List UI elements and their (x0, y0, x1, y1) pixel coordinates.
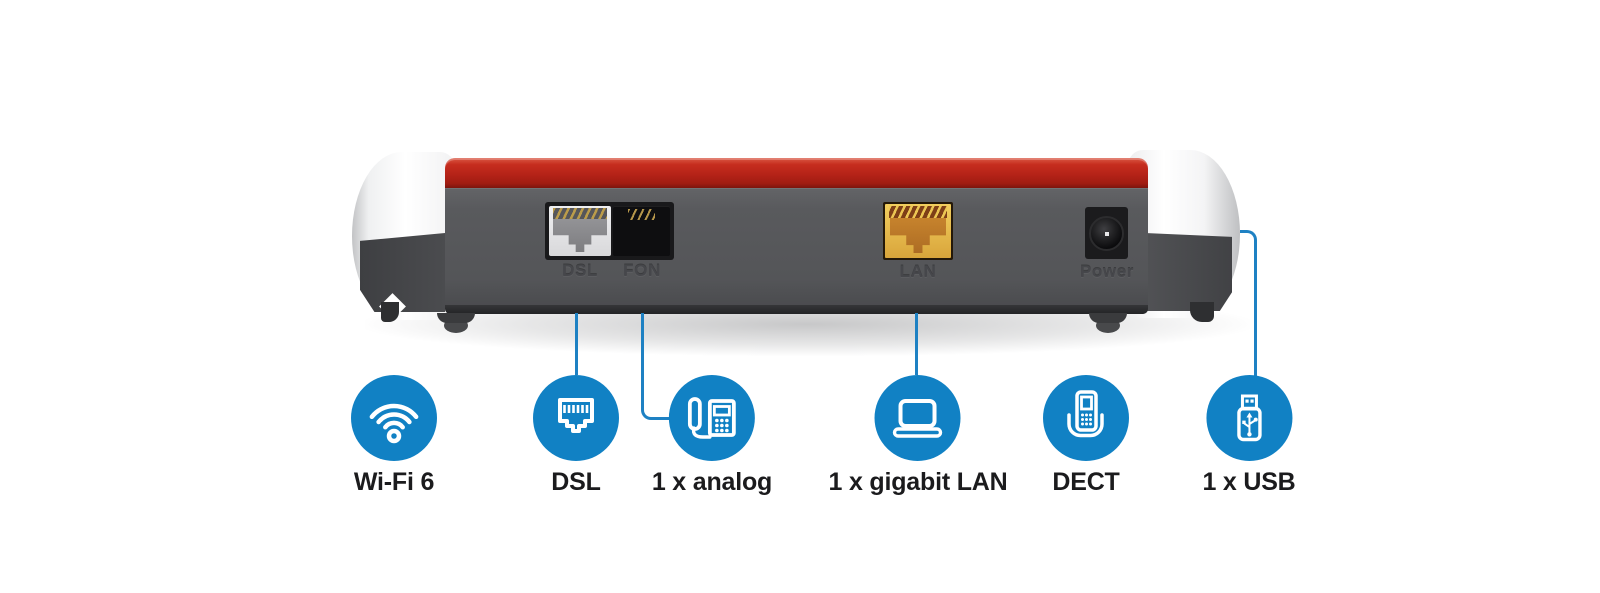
router-left-hook (381, 302, 399, 322)
fon-callout-line (641, 313, 671, 420)
feature-label-usb: 1 x USB (1202, 468, 1296, 496)
dsl-fon-port-group (545, 202, 674, 260)
fon-port-label: FON (623, 261, 661, 280)
dect-bubble (1043, 375, 1129, 461)
feature-usb: 1 x USB (1202, 375, 1296, 497)
feature-label-wifi: Wi-Fi 6 (353, 468, 435, 496)
feature-label-analog: 1 x analog (651, 468, 773, 496)
power-pin-highlight (1105, 232, 1109, 236)
router-right-cap-recess (1145, 233, 1232, 311)
power-port-label: Power (1079, 262, 1135, 281)
dsl-port-label: DSL (562, 261, 598, 280)
rj45-jack-icon (558, 398, 594, 433)
usb-bubble (1206, 375, 1292, 461)
lan-port-label: LAN (899, 262, 937, 281)
dect-handset-icon (1067, 390, 1104, 438)
router-foot-right (1089, 313, 1127, 323)
lan-port-frame (885, 204, 951, 258)
fon-port (613, 206, 670, 256)
feature-dsl: DSL (533, 375, 619, 497)
analog-phone-bubble (669, 375, 755, 461)
feature-gigabit-lan: 1 x gigabit LAN (829, 375, 1008, 497)
feature-dect: DECT (1043, 375, 1129, 497)
router-red-top-stripe (445, 158, 1148, 188)
usb-callout-line (1240, 230, 1257, 376)
dsl-callout-line (575, 313, 578, 375)
router-left-cap-recess (360, 233, 445, 312)
feature-label-gigabit-lan: 1 x gigabit LAN (828, 468, 1008, 496)
lan-port-pins (889, 206, 947, 218)
analog-phone-icon (688, 397, 736, 439)
dsl-bubble (533, 375, 619, 461)
feature-wifi: Wi-Fi 6 (351, 375, 437, 497)
wifi-bubble (351, 375, 437, 461)
dsl-port-pins (553, 208, 607, 219)
fon-port-pins (628, 209, 655, 220)
dsl-port (549, 206, 611, 256)
router-right-hook (1190, 302, 1214, 322)
usb-stick-icon (1236, 394, 1262, 442)
feature-label-dect: DECT (1052, 468, 1120, 496)
feature-label-dsl: DSL (551, 468, 601, 496)
lan-callout-line (915, 313, 918, 375)
lan-port (883, 202, 953, 260)
laptop-icon (893, 399, 943, 438)
power-barrel-jack (1089, 216, 1124, 251)
router-bottom-edge (445, 305, 1148, 314)
router-foot-left (437, 313, 475, 323)
power-port (1085, 207, 1128, 259)
feature-analog: 1 x analog (652, 375, 772, 497)
laptop-bubble (875, 375, 961, 461)
wifi-icon (369, 403, 419, 444)
